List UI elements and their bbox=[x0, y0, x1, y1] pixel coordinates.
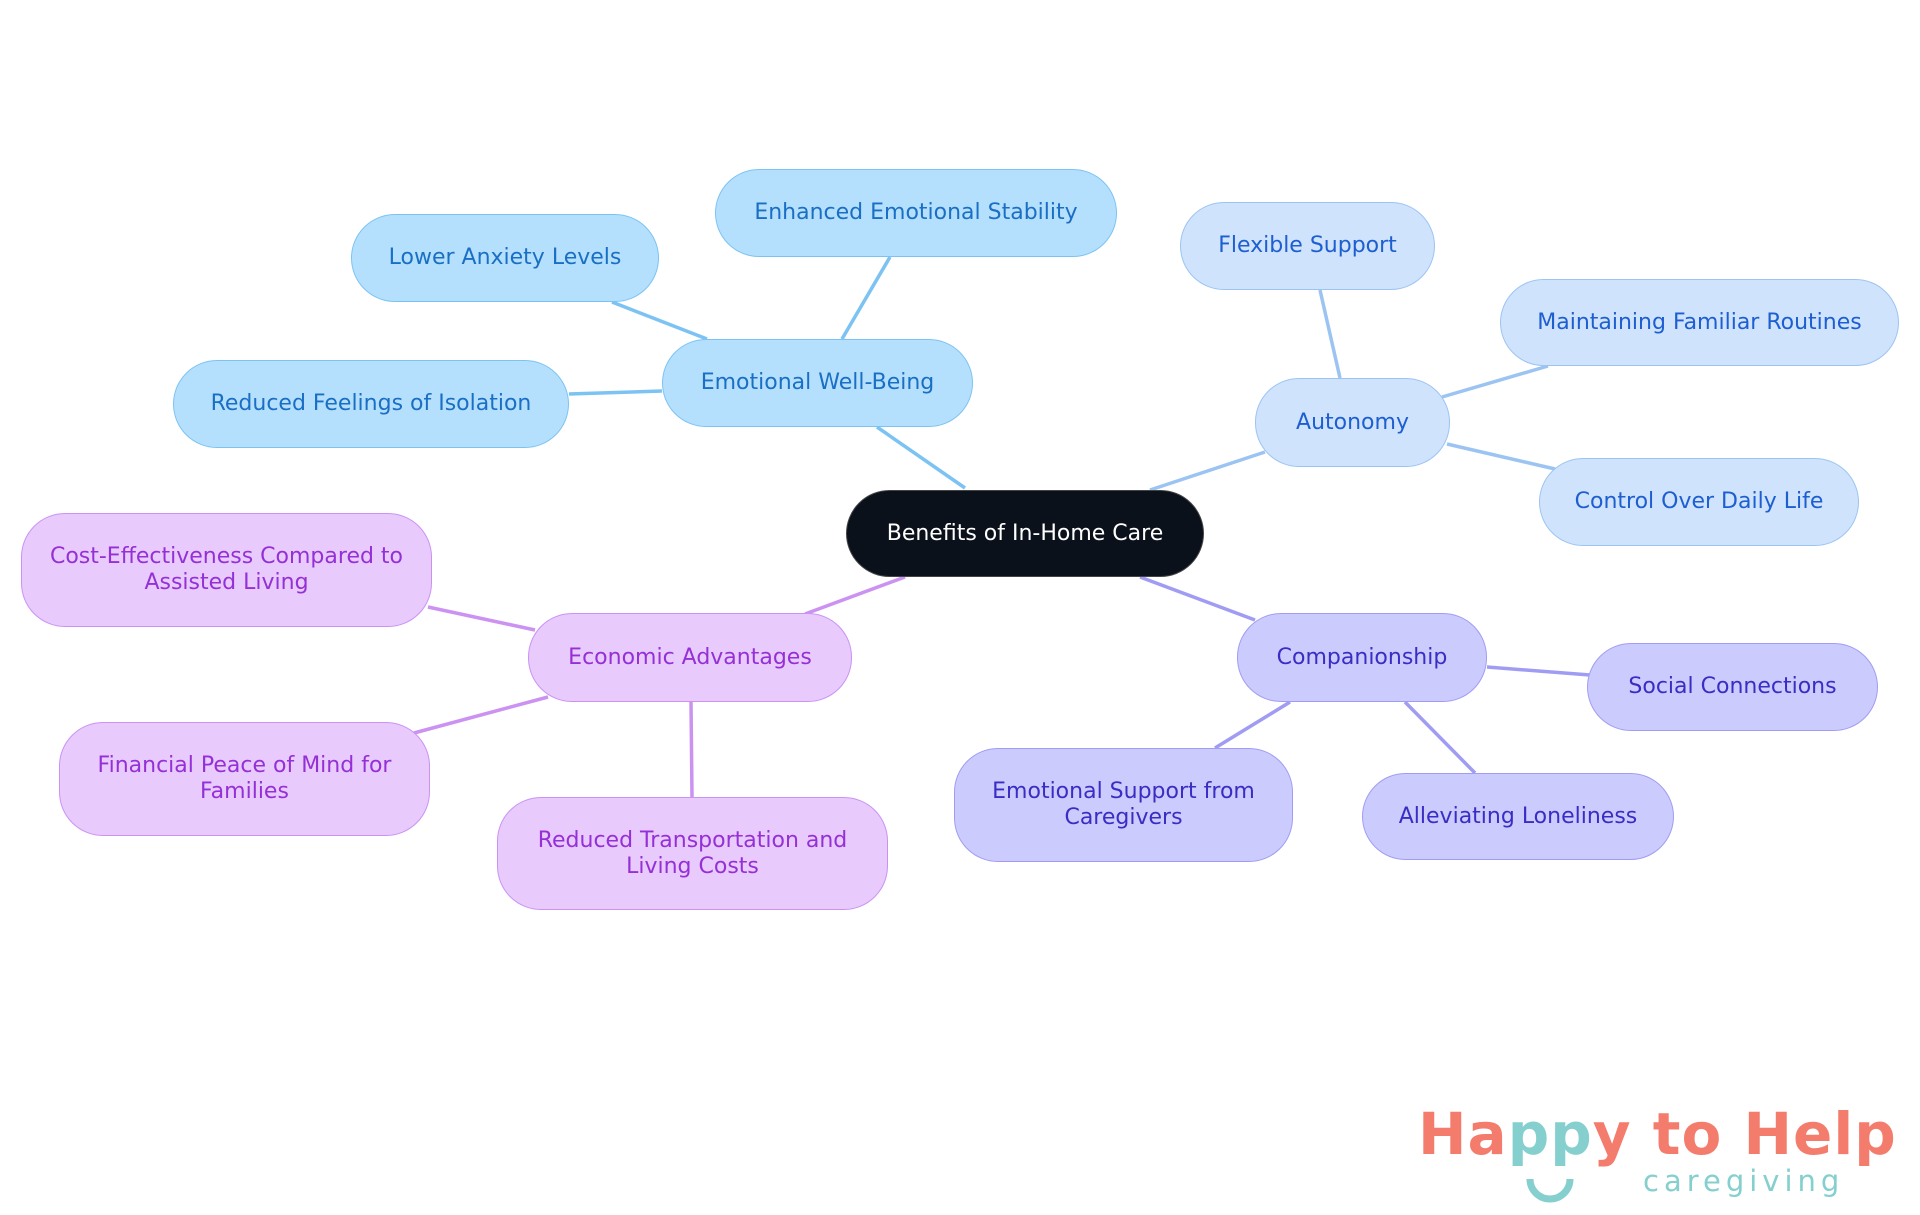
edge-mfr bbox=[1441, 364, 1549, 399]
node-fs[interactable]: Flexible Support bbox=[1180, 202, 1435, 290]
node-ewb[interactable]: Emotional Well-Being bbox=[662, 339, 973, 427]
node-lal[interactable]: Lower Anxiety Levels bbox=[351, 214, 659, 302]
edge-rtl bbox=[689, 701, 694, 798]
node-ees[interactable]: Enhanced Emotional Stability bbox=[715, 169, 1117, 257]
edge-alo bbox=[1403, 700, 1477, 775]
edge-ewb bbox=[876, 425, 966, 490]
node-rfi[interactable]: Reduced Feelings of Isolation bbox=[173, 360, 569, 448]
edge-aut bbox=[1149, 450, 1266, 492]
edge-com bbox=[1139, 575, 1256, 622]
node-alo[interactable]: Alleviating Loneliness bbox=[1362, 773, 1674, 860]
edge-sc bbox=[1486, 665, 1591, 677]
node-esc[interactable]: Emotional Support from Caregivers bbox=[954, 748, 1293, 862]
node-sc[interactable]: Social Connections bbox=[1587, 643, 1878, 731]
node-aut[interactable]: Autonomy bbox=[1255, 378, 1450, 467]
edge-fpm bbox=[413, 695, 549, 735]
node-rtl[interactable]: Reduced Transportation and Living Costs bbox=[497, 797, 888, 910]
node-root[interactable]: Benefits of In-Home Care bbox=[846, 490, 1204, 577]
node-mfr[interactable]: Maintaining Familiar Routines bbox=[1500, 279, 1899, 366]
node-fpm[interactable]: Financial Peace of Mind for Families bbox=[59, 722, 430, 836]
happy-to-help-logo: Happy to Help caregiving bbox=[1418, 1100, 1896, 1203]
edge-cec bbox=[427, 605, 536, 632]
node-eco[interactable]: Economic Advantages bbox=[528, 613, 852, 702]
node-cec[interactable]: Cost-Effectiveness Compared to Assisted … bbox=[21, 513, 432, 627]
edge-eco bbox=[804, 575, 906, 616]
edge-rfi bbox=[568, 389, 663, 396]
node-cod[interactable]: Control Over Daily Life bbox=[1539, 458, 1859, 546]
edge-esc bbox=[1214, 700, 1291, 750]
edge-lal bbox=[611, 300, 708, 341]
node-com[interactable]: Companionship bbox=[1237, 613, 1487, 702]
edge-fs bbox=[1318, 289, 1342, 379]
edge-ees bbox=[840, 256, 892, 340]
smile-icon bbox=[1526, 1178, 1574, 1203]
edge-cod bbox=[1446, 442, 1556, 471]
